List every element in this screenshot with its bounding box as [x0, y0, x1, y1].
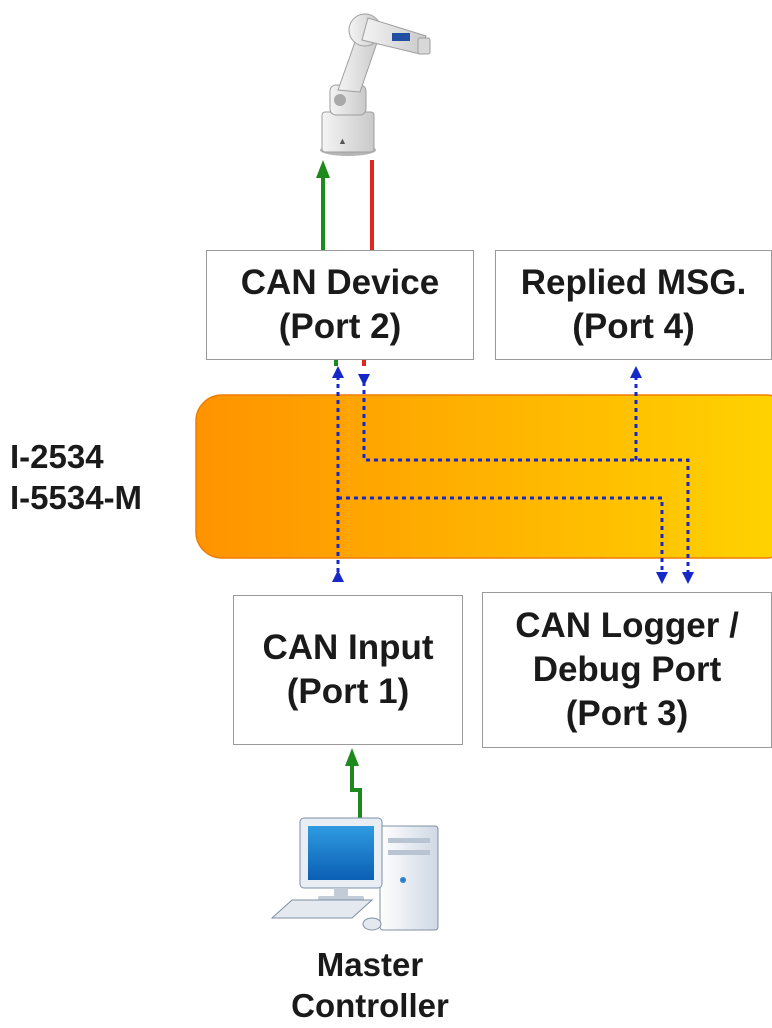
master-controller-line1: Master	[316, 946, 424, 983]
port3-subtitle: Debug Port	[532, 650, 722, 690]
port4-subtitle: (Port 4)	[572, 307, 695, 346]
gateway-label-line2: I-5534-M	[10, 479, 143, 517]
port3-title: CAN Logger /	[515, 606, 739, 646]
controller-link	[345, 748, 362, 830]
gateway-label-line1: I-2534	[10, 438, 104, 475]
robot-arm-icon: ▲	[320, 13, 431, 156]
master-controller-line2: Controller	[291, 987, 449, 1025]
port1-can-input-box: CAN Input (Port 1)	[233, 595, 463, 745]
robot-link-lines	[316, 160, 374, 366]
port2-subtitle: (Port 2)	[278, 307, 402, 346]
port3-port-label: (Port 3)	[565, 693, 689, 733]
port1-subtitle: (Port 1)	[286, 672, 410, 711]
svg-text:▲: ▲	[338, 136, 347, 146]
master-controller-label: Master Controller	[240, 944, 500, 1027]
dotted-arrowheads	[332, 366, 694, 584]
gateway-label: I-2534 I-5534-M	[10, 436, 142, 519]
port2-can-device-box: CAN Device (Port 2)	[206, 250, 474, 360]
port4-replied-msg-box: Replied MSG. (Port 4)	[495, 250, 772, 360]
dotted-routing	[336, 374, 690, 580]
desktop-computer-icon	[270, 817, 439, 931]
port4-title: Replied MSG.	[520, 263, 747, 303]
gateway-band	[195, 394, 772, 559]
port2-title: CAN Device	[240, 263, 440, 303]
path-port1-to-port3	[338, 496, 664, 572]
port3-can-logger-box: CAN Logger / Debug Port (Port 3)	[482, 592, 772, 748]
port1-title: CAN Input	[262, 628, 434, 668]
path-port2-to-port3	[362, 374, 690, 572]
